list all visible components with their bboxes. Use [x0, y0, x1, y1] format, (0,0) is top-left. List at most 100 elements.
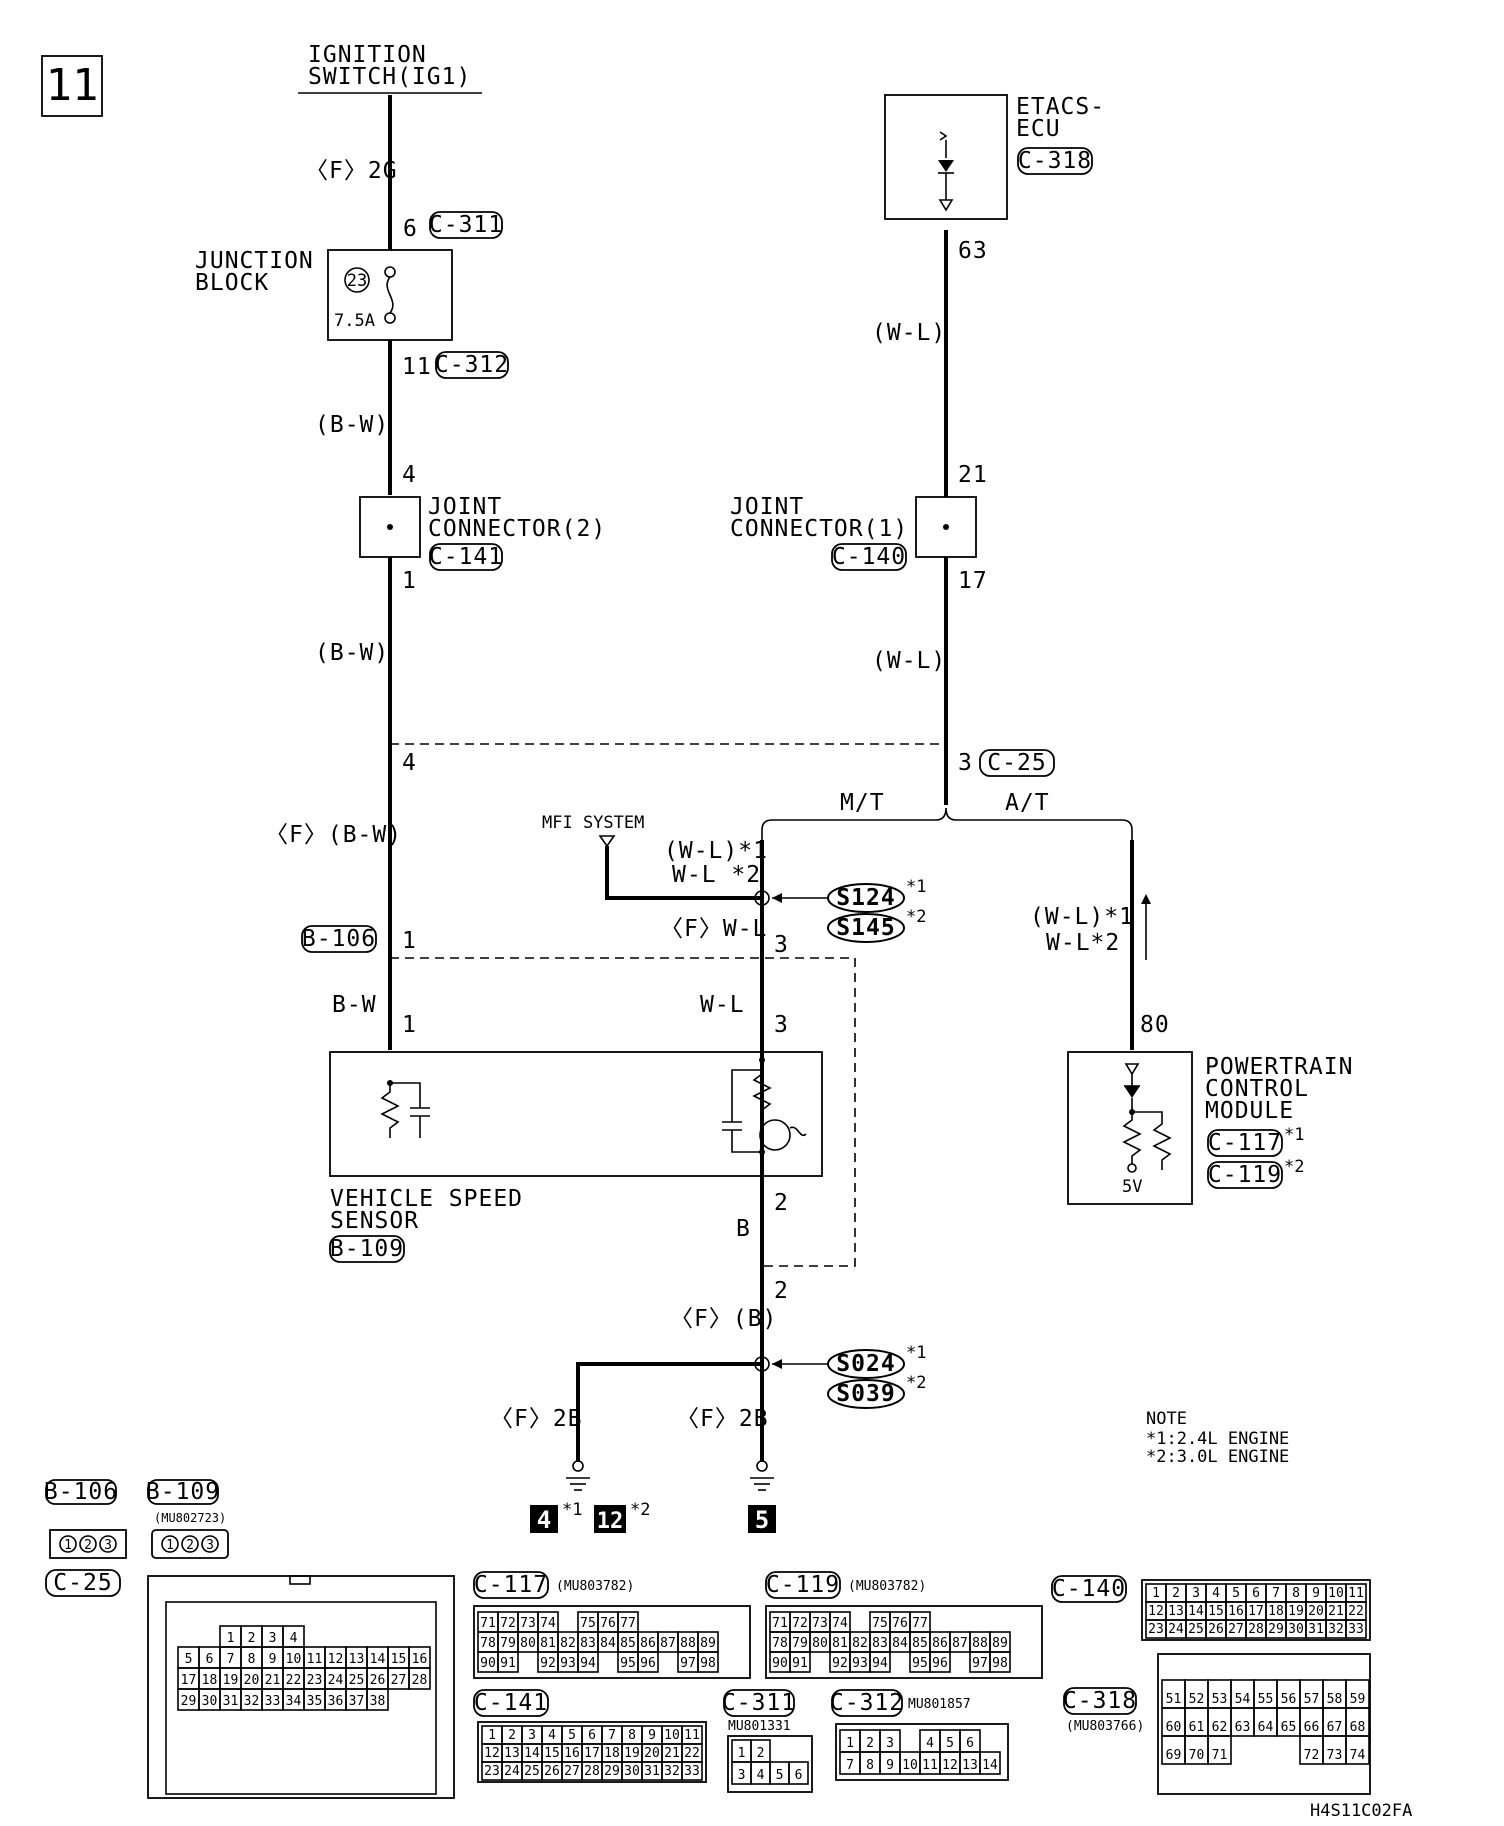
c117-pin-label: 93 [560, 1656, 576, 1671]
c141-pin-label: 28 [584, 1764, 600, 1779]
c140-pin-label: 1 [1152, 1586, 1160, 1601]
fuse-icon [386, 276, 394, 314]
c117-star: *1 [1284, 1125, 1304, 1145]
c25-pin-label: 14 [370, 1652, 386, 1667]
c312-pin-label: 9 [886, 1758, 894, 1773]
pin3b: 3 [774, 1012, 789, 1038]
jc2-pin-in: 4 [402, 462, 417, 488]
c318-pin-label: 66 [1304, 1720, 1320, 1735]
c25-pin-label: 31 [223, 1694, 239, 1709]
jc1-pin-in: 21 [958, 462, 988, 488]
c119-pin-label: 97 [972, 1656, 988, 1671]
fuse-terminal-bottom [384, 312, 396, 324]
c318-pin-label: 53 [1212, 1692, 1228, 1707]
pcm-box [1067, 1051, 1193, 1205]
etacs-arrow-icon [938, 199, 954, 212]
pcm-arrow-icon [1124, 1063, 1140, 1076]
c119-pin-cell [869, 1651, 891, 1673]
ground-point-12-box [594, 1505, 626, 1533]
c318-pin-label: 61 [1189, 1720, 1205, 1735]
c117-pin-label: 96 [640, 1656, 656, 1671]
s124-label: S124 [836, 885, 895, 911]
c117-pin-label: 89 [700, 1636, 716, 1651]
junction-label-1: JUNCTION [195, 248, 314, 274]
jc1-label-2: CONNECTOR(1) [730, 516, 908, 542]
c140-pin-label: 27 [1228, 1622, 1244, 1637]
c140-pin-label: 3 [1192, 1586, 1200, 1601]
c25-pin-label: 26 [370, 1673, 386, 1688]
c25-pin-label: 22 [286, 1673, 302, 1688]
c25-pin-label: 8 [248, 1652, 256, 1667]
c25-pin-label: 9 [269, 1652, 277, 1667]
c140-pin-label: 16 [1228, 1604, 1244, 1619]
b109-label: B-109 [330, 1236, 404, 1262]
c311-pin-cell [788, 1761, 809, 1785]
c25-pin-label: 38 [370, 1694, 386, 1709]
c141-pin-label: 23 [484, 1764, 500, 1779]
c25-pin-label: 29 [181, 1694, 197, 1709]
c311-pin-label: 6 [795, 1768, 803, 1783]
c25-pin-left: 4 [402, 750, 417, 776]
c119-pin-label: 71 [772, 1616, 788, 1631]
c141-pin-label: 4 [548, 1728, 556, 1743]
mfi-label: MFI SYSTEM [542, 813, 644, 833]
c141-pin-label: 1 [488, 1728, 496, 1743]
c140-pin-label: 13 [1168, 1604, 1184, 1619]
c119-pin-label: 93 [852, 1656, 868, 1671]
note-line-2: *2:3.0L ENGINE [1146, 1447, 1289, 1467]
c141-pin-label: 10 [664, 1728, 680, 1743]
c25-pin-label: 4 [290, 1631, 298, 1646]
vss-cap-right-lead [731, 1069, 762, 1122]
c141-pin-label: 21 [664, 1746, 680, 1761]
c141-pin-label: 19 [624, 1746, 640, 1761]
c312-pin-label: 5 [946, 1736, 954, 1751]
s039-star: *2 [906, 1373, 926, 1393]
c25-pin-label: 27 [391, 1673, 407, 1688]
pcm-wl-star2: W-L*2 [1046, 930, 1120, 956]
c318-pin-label: 55 [1258, 1692, 1274, 1707]
c117-pin-label: 86 [640, 1636, 656, 1651]
ground-12-star: *2 [630, 1500, 650, 1520]
etacs-transistor-icon [939, 131, 948, 141]
b106-pin-label: 3 [104, 1538, 112, 1553]
b106-label: B-106 [302, 926, 376, 952]
c25-pin-cell [366, 1688, 389, 1711]
c141-pin-label: 2 [508, 1728, 516, 1743]
b109-pin-label: 1 [166, 1538, 174, 1553]
c141-pin-label: 17 [584, 1746, 600, 1761]
b106-pin-cell [99, 1535, 117, 1553]
pcm-label-3: MODULE [1205, 1098, 1294, 1124]
wire-ground-left [576, 1362, 762, 1462]
c141-pin-label: 22 [684, 1746, 700, 1761]
c312-pin-label: 11 [922, 1758, 938, 1773]
c141-pin-label: 18 [604, 1746, 620, 1761]
c119-pin-label: 91 [792, 1656, 808, 1671]
etacs-label-2: ECU [1016, 116, 1061, 142]
vss-cap-right-lead-2 [731, 1130, 762, 1153]
fuse-number: 23 [347, 271, 367, 291]
c318-face [1157, 1653, 1371, 1795]
c140-pin-label: 11 [1348, 1586, 1364, 1601]
c25-pin-label: 34 [286, 1694, 302, 1709]
ground-point-4-box [530, 1505, 558, 1533]
c25-pin-label: 37 [349, 1694, 365, 1709]
c312-face-tag [831, 1689, 903, 1717]
s145-oval [827, 913, 905, 943]
b106-face-label: B-106 [44, 1479, 118, 1505]
pcm-label-1: POWERTRAIN [1205, 1054, 1353, 1080]
c318-pin-label: 68 [1350, 1720, 1366, 1735]
c140-face-tag [1051, 1575, 1127, 1603]
wire-label-f-bw: 〈F〉(B-W) [265, 822, 402, 848]
c119-pin-label: 88 [972, 1636, 988, 1651]
c25-pin-label: 3 [269, 1631, 277, 1646]
c25-pin-label: 7 [227, 1652, 235, 1667]
c117-tag [1207, 1129, 1283, 1157]
c25-pin-label: 19 [223, 1673, 239, 1688]
wire-label-b: B [736, 1216, 751, 1242]
vss-node-right [759, 1057, 765, 1063]
c25-face-inner [165, 1601, 437, 1795]
c25-pin-label: 20 [244, 1673, 260, 1688]
c140-pin-label: 17 [1248, 1604, 1264, 1619]
jc2-dot [387, 524, 393, 530]
